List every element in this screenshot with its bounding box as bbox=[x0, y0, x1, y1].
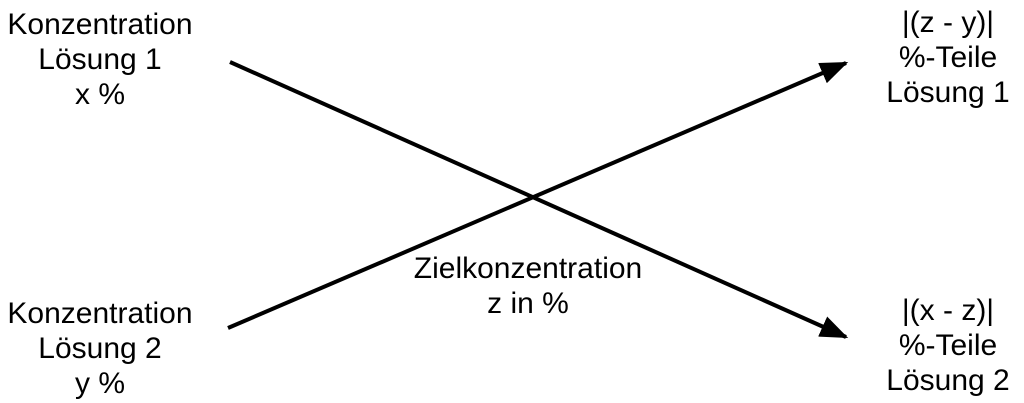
label-line: z in % bbox=[487, 287, 569, 320]
label-line: |(z - y)| bbox=[901, 6, 995, 39]
label-line: y % bbox=[74, 367, 125, 400]
label-line: Konzentration bbox=[7, 297, 193, 330]
label-line: x % bbox=[74, 78, 125, 111]
arrow-solution1-to-parts-solution2 bbox=[229, 60, 849, 339]
label-line: Zielkonzentration bbox=[413, 252, 643, 285]
label-line: %-Teile bbox=[898, 329, 998, 362]
label-concentration-solution-2: Konzentration Lösung 2 y % bbox=[0, 296, 200, 401]
label-line: Lösung 1 bbox=[886, 76, 1010, 109]
label-line: Lösung 1 bbox=[38, 43, 162, 76]
label-parts-solution-2: |(x - z)| %-Teile Lösung 2 bbox=[848, 293, 1024, 398]
label-concentration-solution-1: Konzentration Lösung 1 x % bbox=[0, 7, 200, 112]
label-line: |(x - z)| bbox=[901, 294, 995, 327]
label-line: Lösung 2 bbox=[38, 332, 162, 365]
label-line: Lösung 2 bbox=[886, 364, 1010, 397]
arrow-solution2-to-parts-solution1 bbox=[227, 61, 849, 330]
label-parts-solution-1: |(z - y)| %-Teile Lösung 1 bbox=[848, 5, 1024, 110]
label-target-concentration: Zielkonzentration z in % bbox=[400, 251, 656, 321]
label-line: %-Teile bbox=[898, 41, 998, 74]
label-line: Konzentration bbox=[7, 8, 193, 41]
